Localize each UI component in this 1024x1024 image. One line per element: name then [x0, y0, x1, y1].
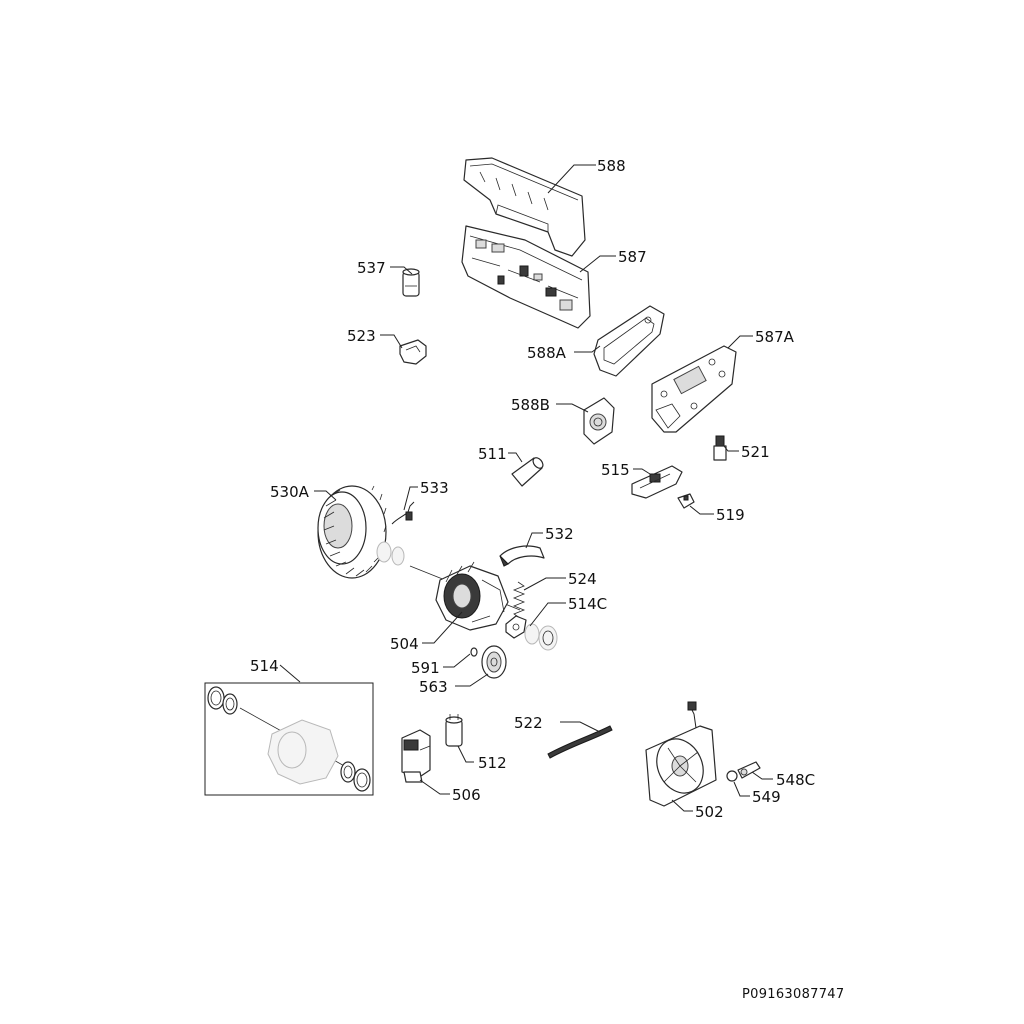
part-588A: [593, 305, 665, 377]
part-523: [399, 339, 427, 365]
callout-588A: 588A: [527, 344, 567, 362]
callout-522: 522: [514, 714, 543, 732]
part-504-motor: [409, 561, 521, 631]
part-514-kit-frame: [204, 682, 374, 796]
callout-537: 537: [357, 259, 386, 277]
callout-591: 591: [411, 659, 440, 677]
part-587-board: [461, 225, 591, 329]
callout-519: 519: [716, 506, 745, 524]
part-548C-549: [726, 761, 761, 782]
part-511: [511, 457, 544, 487]
callout-563: 563: [419, 678, 448, 696]
part-522-wire: [547, 725, 613, 759]
callout-521: 521: [741, 443, 770, 461]
part-ring-pair: [376, 541, 405, 566]
part-515: [631, 465, 683, 499]
part-506-pump: [401, 729, 431, 783]
reference-code: P09163087747: [742, 987, 845, 1002]
part-502-fan: [645, 701, 717, 807]
part-524-spring: [512, 581, 526, 619]
callout-506: 506: [452, 786, 481, 804]
part-530A-fan-wheel: [317, 485, 387, 579]
callout-587A: 587A: [755, 328, 795, 346]
callout-588B: 588B: [511, 396, 550, 414]
callout-502: 502: [695, 803, 724, 821]
callout-530A: 530A: [270, 483, 310, 501]
part-563-pulley: [481, 645, 507, 679]
callout-504: 504: [390, 635, 419, 653]
callout-515: 515: [601, 461, 630, 479]
part-519: [677, 493, 695, 509]
callout-548C: 548C: [776, 771, 815, 789]
callout-511: 511: [478, 445, 507, 463]
callout-587: 587: [618, 248, 647, 266]
part-512: [445, 714, 463, 747]
part-587A: [651, 345, 737, 433]
part-532: [499, 545, 545, 567]
callout-514: 514: [250, 657, 279, 675]
leader-lines: [279, 164, 773, 812]
part-588B: [583, 397, 615, 445]
callout-514C: 514C: [568, 595, 607, 613]
callout-532: 532: [545, 525, 574, 543]
part-537: [402, 268, 420, 297]
callout-512: 512: [478, 754, 507, 772]
part-521: [713, 435, 727, 461]
part-588-cover: [463, 157, 586, 257]
callout-labels: 588 587 537 523 588A 587A 588B 511 521 5…: [250, 157, 815, 821]
callout-549: 549: [752, 788, 781, 806]
part-514C: [505, 615, 558, 651]
callout-533: 533: [420, 479, 449, 497]
callout-588: 588: [597, 157, 626, 175]
callout-523: 523: [347, 327, 376, 345]
callout-524: 524: [568, 570, 597, 588]
part-533: [391, 501, 415, 525]
part-591: [470, 647, 478, 657]
